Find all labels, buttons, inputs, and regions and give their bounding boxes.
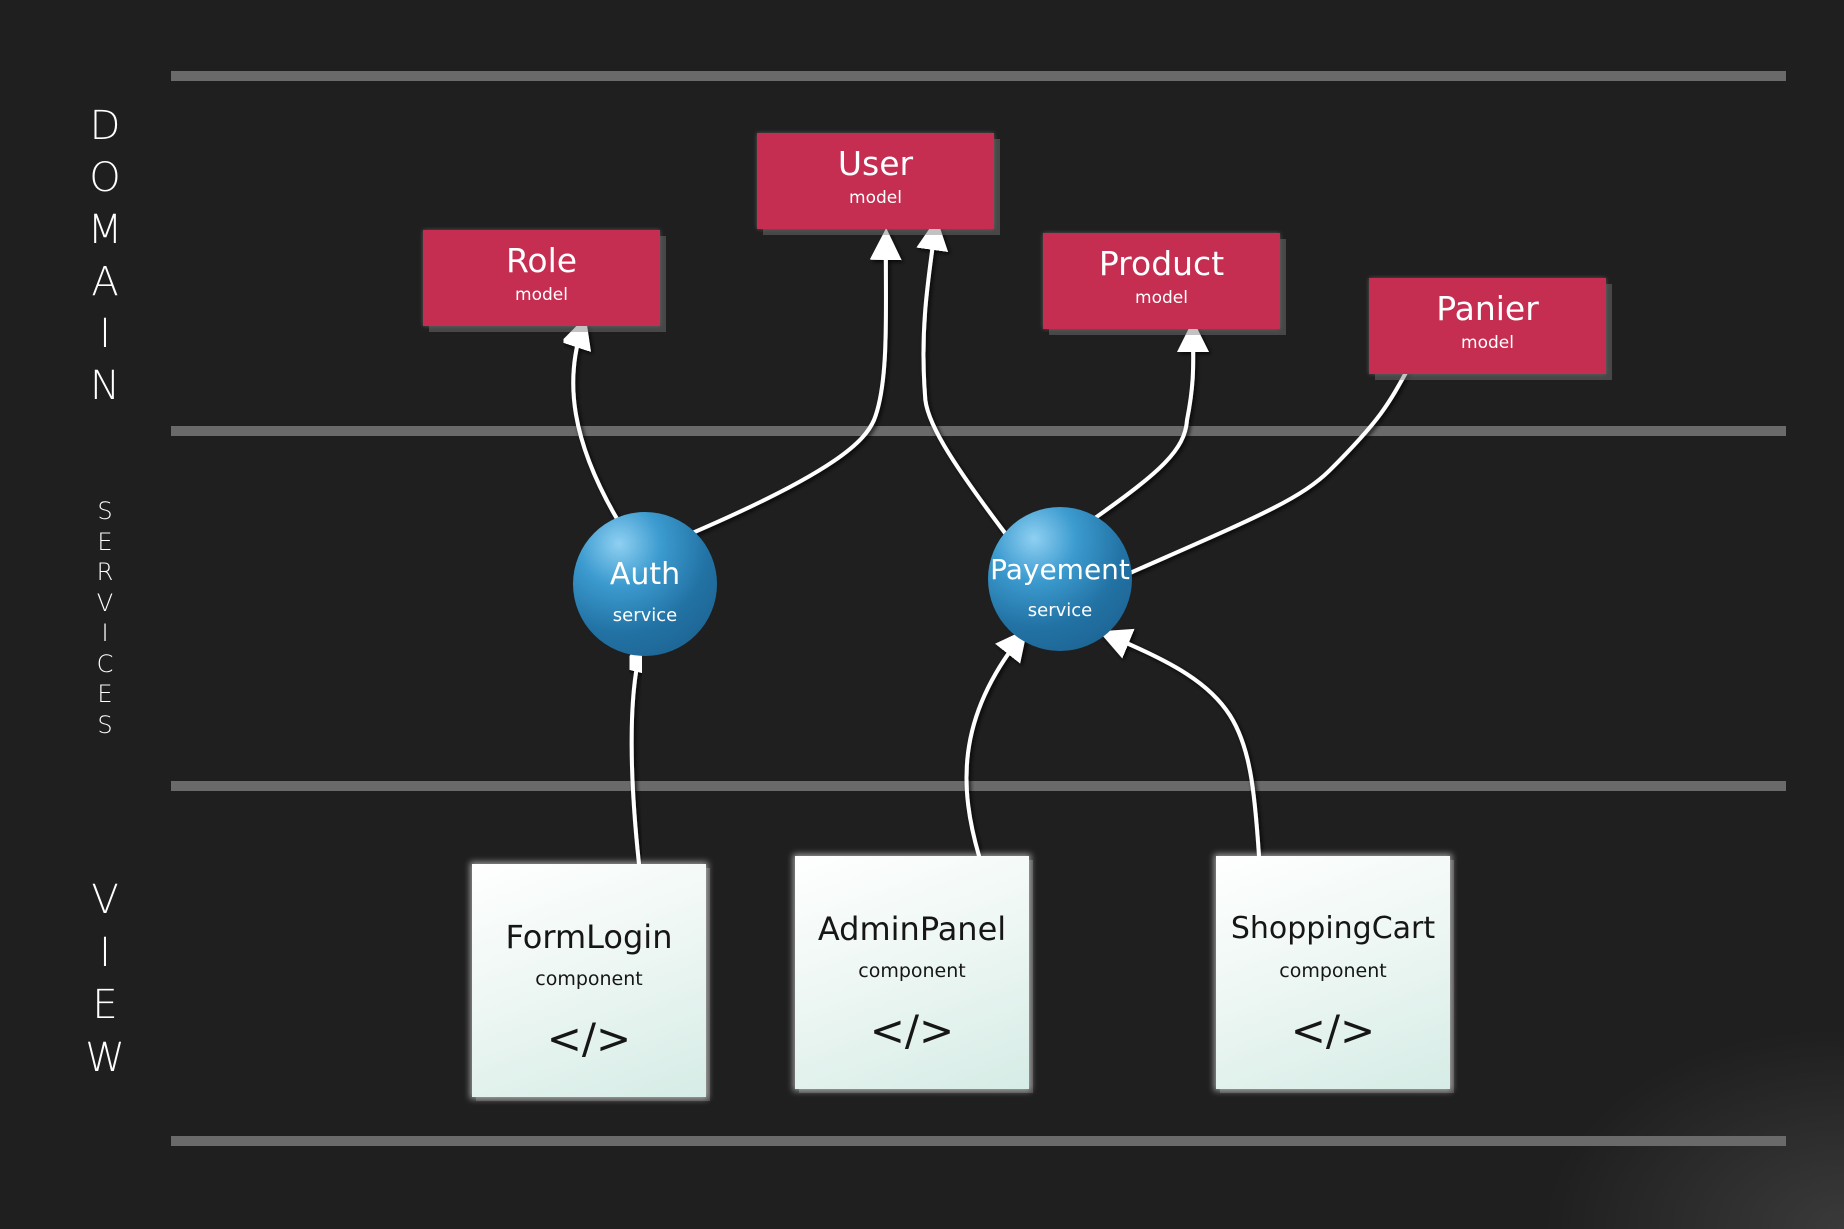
layer-label-letter: V — [96, 588, 114, 617]
layer-label-letter: E — [97, 680, 113, 708]
model-product-kind: model — [1135, 288, 1188, 308]
component-shoppingcart[interactable]: ShoppingCart component </> — [1216, 856, 1450, 1089]
layer-label-letter: S — [97, 710, 113, 739]
service-auth-kind: service — [612, 605, 678, 626]
layer-label-letter: A — [91, 259, 119, 305]
model-user-name: User — [837, 144, 914, 183]
model-role-name: Role — [505, 241, 578, 280]
layer-label-letter: I — [101, 619, 109, 647]
layer-label-letter: I — [99, 929, 111, 976]
model-user-kind: model — [849, 188, 902, 208]
service-payement-name: Payement — [990, 553, 1130, 586]
code-icon: </> — [546, 1014, 632, 1063]
layer-divider-top — [171, 71, 1786, 81]
model-product[interactable]: Product model — [1043, 233, 1280, 329]
code-icon: </> — [1290, 1006, 1376, 1055]
layer-label-letter: C — [96, 649, 114, 678]
layer-divider-services-view — [171, 781, 1786, 791]
layer-label-letter: M — [87, 207, 123, 253]
component-shoppingcart-name: ShoppingCart — [1230, 911, 1436, 946]
component-formlogin-kind: component — [535, 968, 643, 990]
dependency-arrow-payement-to-product — [1093, 320, 1210, 520]
component-formlogin[interactable]: FormLogin component </> — [472, 864, 706, 1097]
layer-divider-domain-services — [171, 426, 1786, 436]
dependency-arrow-payement-to-panier — [1128, 329, 1430, 575]
dependency-arrow-auth-to-user — [681, 228, 902, 539]
service-auth[interactable]: Auth service — [573, 512, 717, 656]
component-adminpanel[interactable]: AdminPanel component </> — [795, 856, 1029, 1089]
layer-label-letter: N — [90, 363, 120, 409]
component-shoppingcart-kind: component — [1279, 960, 1387, 982]
dependency-arrow-payement-to-user — [916, 218, 1007, 535]
model-user[interactable]: User model — [757, 133, 994, 229]
component-formlogin-name: FormLogin — [505, 918, 673, 956]
model-panier[interactable]: Panier model — [1369, 278, 1606, 374]
component-adminpanel-kind: component — [858, 960, 966, 982]
layer-label-letter: E — [97, 527, 113, 556]
layer-label-letter: W — [85, 1034, 125, 1081]
model-role[interactable]: Role model — [423, 230, 660, 326]
service-payement-kind: service — [1027, 600, 1093, 621]
layer-divider-bottom — [171, 1136, 1786, 1146]
layer-label-letter: R — [96, 558, 114, 586]
component-adminpanel-name: AdminPanel — [817, 910, 1007, 948]
layer-label-letter: I — [99, 311, 111, 357]
dependency-arrow-auth-to-role — [560, 316, 622, 526]
layer-label-letter: D — [89, 103, 121, 149]
model-product-name: Product — [1098, 244, 1225, 283]
model-panier-kind: model — [1461, 333, 1514, 353]
model-panier-name: Panier — [1436, 289, 1539, 328]
service-payement[interactable]: Payement service — [988, 507, 1132, 651]
model-role-kind: model — [515, 285, 568, 305]
layer-label-letter: E — [92, 982, 118, 1028]
dependency-arrow-formlogin-to-auth — [619, 640, 651, 866]
service-auth-name: Auth — [609, 557, 681, 592]
dependency-arrow-shoppingcart-to-payement — [1098, 628, 1261, 858]
dependency-arrow-adminpanel-to-payement — [964, 628, 1028, 858]
layer-label-letter: V — [91, 877, 119, 923]
layer-label-letter: S — [97, 497, 113, 525]
layer-label-letter: O — [89, 155, 121, 201]
code-icon: </> — [869, 1006, 955, 1055]
